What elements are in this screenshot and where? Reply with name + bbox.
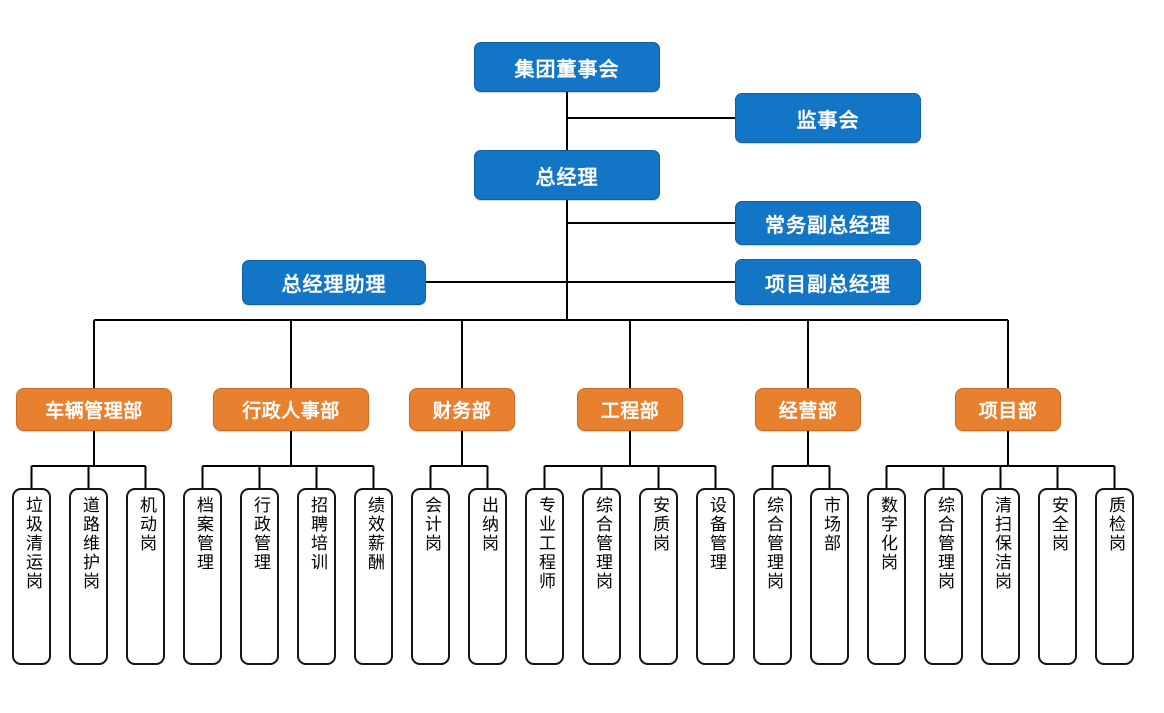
node-department-label: 经营部 — [778, 400, 838, 422]
node-department-label: 工程部 — [600, 400, 660, 422]
node-position-label: 行政管理 — [250, 496, 270, 572]
node-position-label: 专业工程师 — [535, 496, 555, 591]
node-department-label: 项目部 — [978, 400, 1038, 422]
node-department[interactable]: 工程部 — [577, 388, 683, 431]
node-position-label: 综合管理岗 — [934, 496, 954, 591]
node-position[interactable]: 道路维护岗 — [69, 488, 108, 665]
node-position-label: 安全岗 — [1048, 496, 1068, 553]
node-position[interactable]: 招聘培训 — [297, 488, 336, 665]
node-position[interactable]: 安全岗 — [1038, 488, 1077, 665]
node-general-manager[interactable]: 总经理 — [474, 150, 660, 200]
node-position[interactable]: 垃圾清运岗 — [12, 488, 51, 665]
node-position[interactable]: 专业工程师 — [525, 488, 564, 665]
node-department[interactable]: 财务部 — [409, 388, 515, 431]
node-position-label: 机动岗 — [136, 496, 156, 553]
node-position-label: 招聘培训 — [307, 496, 327, 572]
node-position[interactable]: 档案管理 — [183, 488, 222, 665]
node-gm-assistant[interactable]: 总经理助理 — [242, 260, 426, 305]
node-supervisory-board-label: 监事会 — [796, 107, 860, 132]
node-supervisory-board[interactable]: 监事会 — [735, 93, 921, 143]
node-position-label: 清扫保洁岗 — [991, 496, 1011, 591]
node-board-label: 集团董事会 — [514, 56, 620, 81]
node-position-label: 综合管理岗 — [592, 496, 612, 591]
node-position-label: 垃圾清运岗 — [22, 496, 42, 591]
node-position-label: 质检岗 — [1105, 496, 1125, 553]
node-department[interactable]: 行政人事部 — [213, 388, 369, 431]
node-position-label: 道路维护岗 — [79, 496, 99, 591]
node-position-label: 档案管理 — [193, 496, 213, 572]
node-department-label: 行政人事部 — [242, 400, 340, 422]
node-position[interactable]: 市场部 — [810, 488, 849, 665]
node-department[interactable]: 经营部 — [755, 388, 861, 431]
node-position-label: 设备管理 — [706, 496, 726, 572]
node-position-label: 会计岗 — [421, 496, 441, 553]
node-executive-vice-gm[interactable]: 常务副总经理 — [735, 201, 921, 245]
node-position[interactable]: 数字化岗 — [867, 488, 906, 665]
node-department-label: 财务部 — [432, 400, 492, 422]
node-position-label: 综合管理岗 — [763, 496, 783, 591]
node-project-vice-gm-label: 项目副总经理 — [765, 271, 891, 296]
node-position[interactable]: 综合管理岗 — [582, 488, 621, 665]
node-department[interactable]: 车辆管理部 — [16, 388, 172, 431]
node-position[interactable]: 质检岗 — [1095, 488, 1134, 665]
node-gm-assistant-label: 总经理助理 — [281, 272, 387, 296]
node-position[interactable]: 综合管理岗 — [924, 488, 963, 665]
node-position[interactable]: 清扫保洁岗 — [981, 488, 1020, 665]
node-position-label: 出纳岗 — [478, 496, 498, 553]
node-position[interactable]: 绩效薪酬 — [354, 488, 393, 665]
node-project-vice-gm[interactable]: 项目副总经理 — [735, 259, 921, 305]
node-position[interactable]: 出纳岗 — [468, 488, 507, 665]
node-position-label: 市场部 — [820, 496, 840, 553]
node-position-label: 安质岗 — [649, 496, 669, 553]
node-department-label: 车辆管理部 — [45, 400, 143, 422]
node-position[interactable]: 设备管理 — [696, 488, 735, 665]
node-department[interactable]: 项目部 — [955, 388, 1061, 431]
node-position-label: 数字化岗 — [877, 496, 897, 572]
node-position[interactable]: 会计岗 — [411, 488, 450, 665]
node-position[interactable]: 机动岗 — [126, 488, 165, 665]
node-position[interactable]: 行政管理 — [240, 488, 279, 665]
node-general-manager-label: 总经理 — [535, 164, 599, 189]
node-board[interactable]: 集团董事会 — [474, 42, 660, 92]
node-position-label: 绩效薪酬 — [364, 496, 384, 572]
node-position[interactable]: 综合管理岗 — [753, 488, 792, 665]
node-executive-vice-gm-label: 常务副总经理 — [765, 212, 891, 237]
node-position[interactable]: 安质岗 — [639, 488, 678, 665]
